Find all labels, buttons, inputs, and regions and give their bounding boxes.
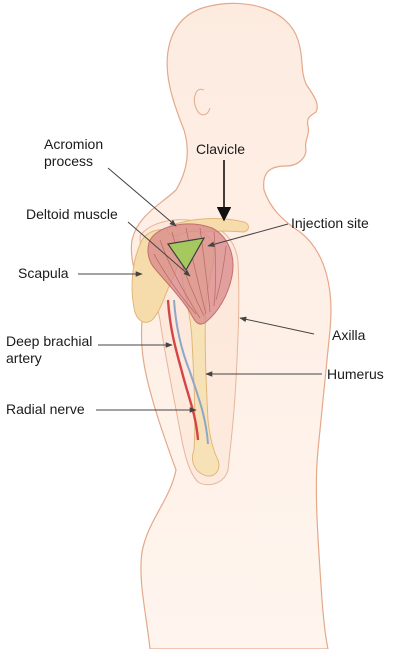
label-clavicle: Clavicle bbox=[196, 141, 246, 157]
label-deltoid-muscle: Deltoid muscle bbox=[26, 206, 118, 222]
label-scapula: Scapula bbox=[18, 265, 69, 281]
deltoid-fibers bbox=[153, 227, 227, 319]
pointer-axilla bbox=[239, 316, 315, 335]
radial-nerve-line bbox=[173, 299, 209, 445]
pointer-lines bbox=[78, 167, 322, 413]
label-injection-site: Injection site bbox=[291, 215, 369, 231]
brachial-artery-vessel bbox=[166, 299, 200, 441]
label-humerus: Humerus bbox=[327, 366, 384, 382]
injection-site-triangle bbox=[166, 237, 206, 272]
label-acromion-process: Acromion process bbox=[44, 136, 104, 169]
pointer-injection bbox=[207, 223, 289, 248]
pointer-deltoid bbox=[127, 221, 191, 277]
ear bbox=[193, 88, 211, 116]
label-axilla: Axilla bbox=[332, 327, 366, 343]
label-deep-brachial-artery: Deep brachial artery bbox=[6, 333, 93, 366]
label-radial-nerve: Radial nerve bbox=[6, 401, 85, 417]
pointer-acromion bbox=[107, 167, 177, 227]
